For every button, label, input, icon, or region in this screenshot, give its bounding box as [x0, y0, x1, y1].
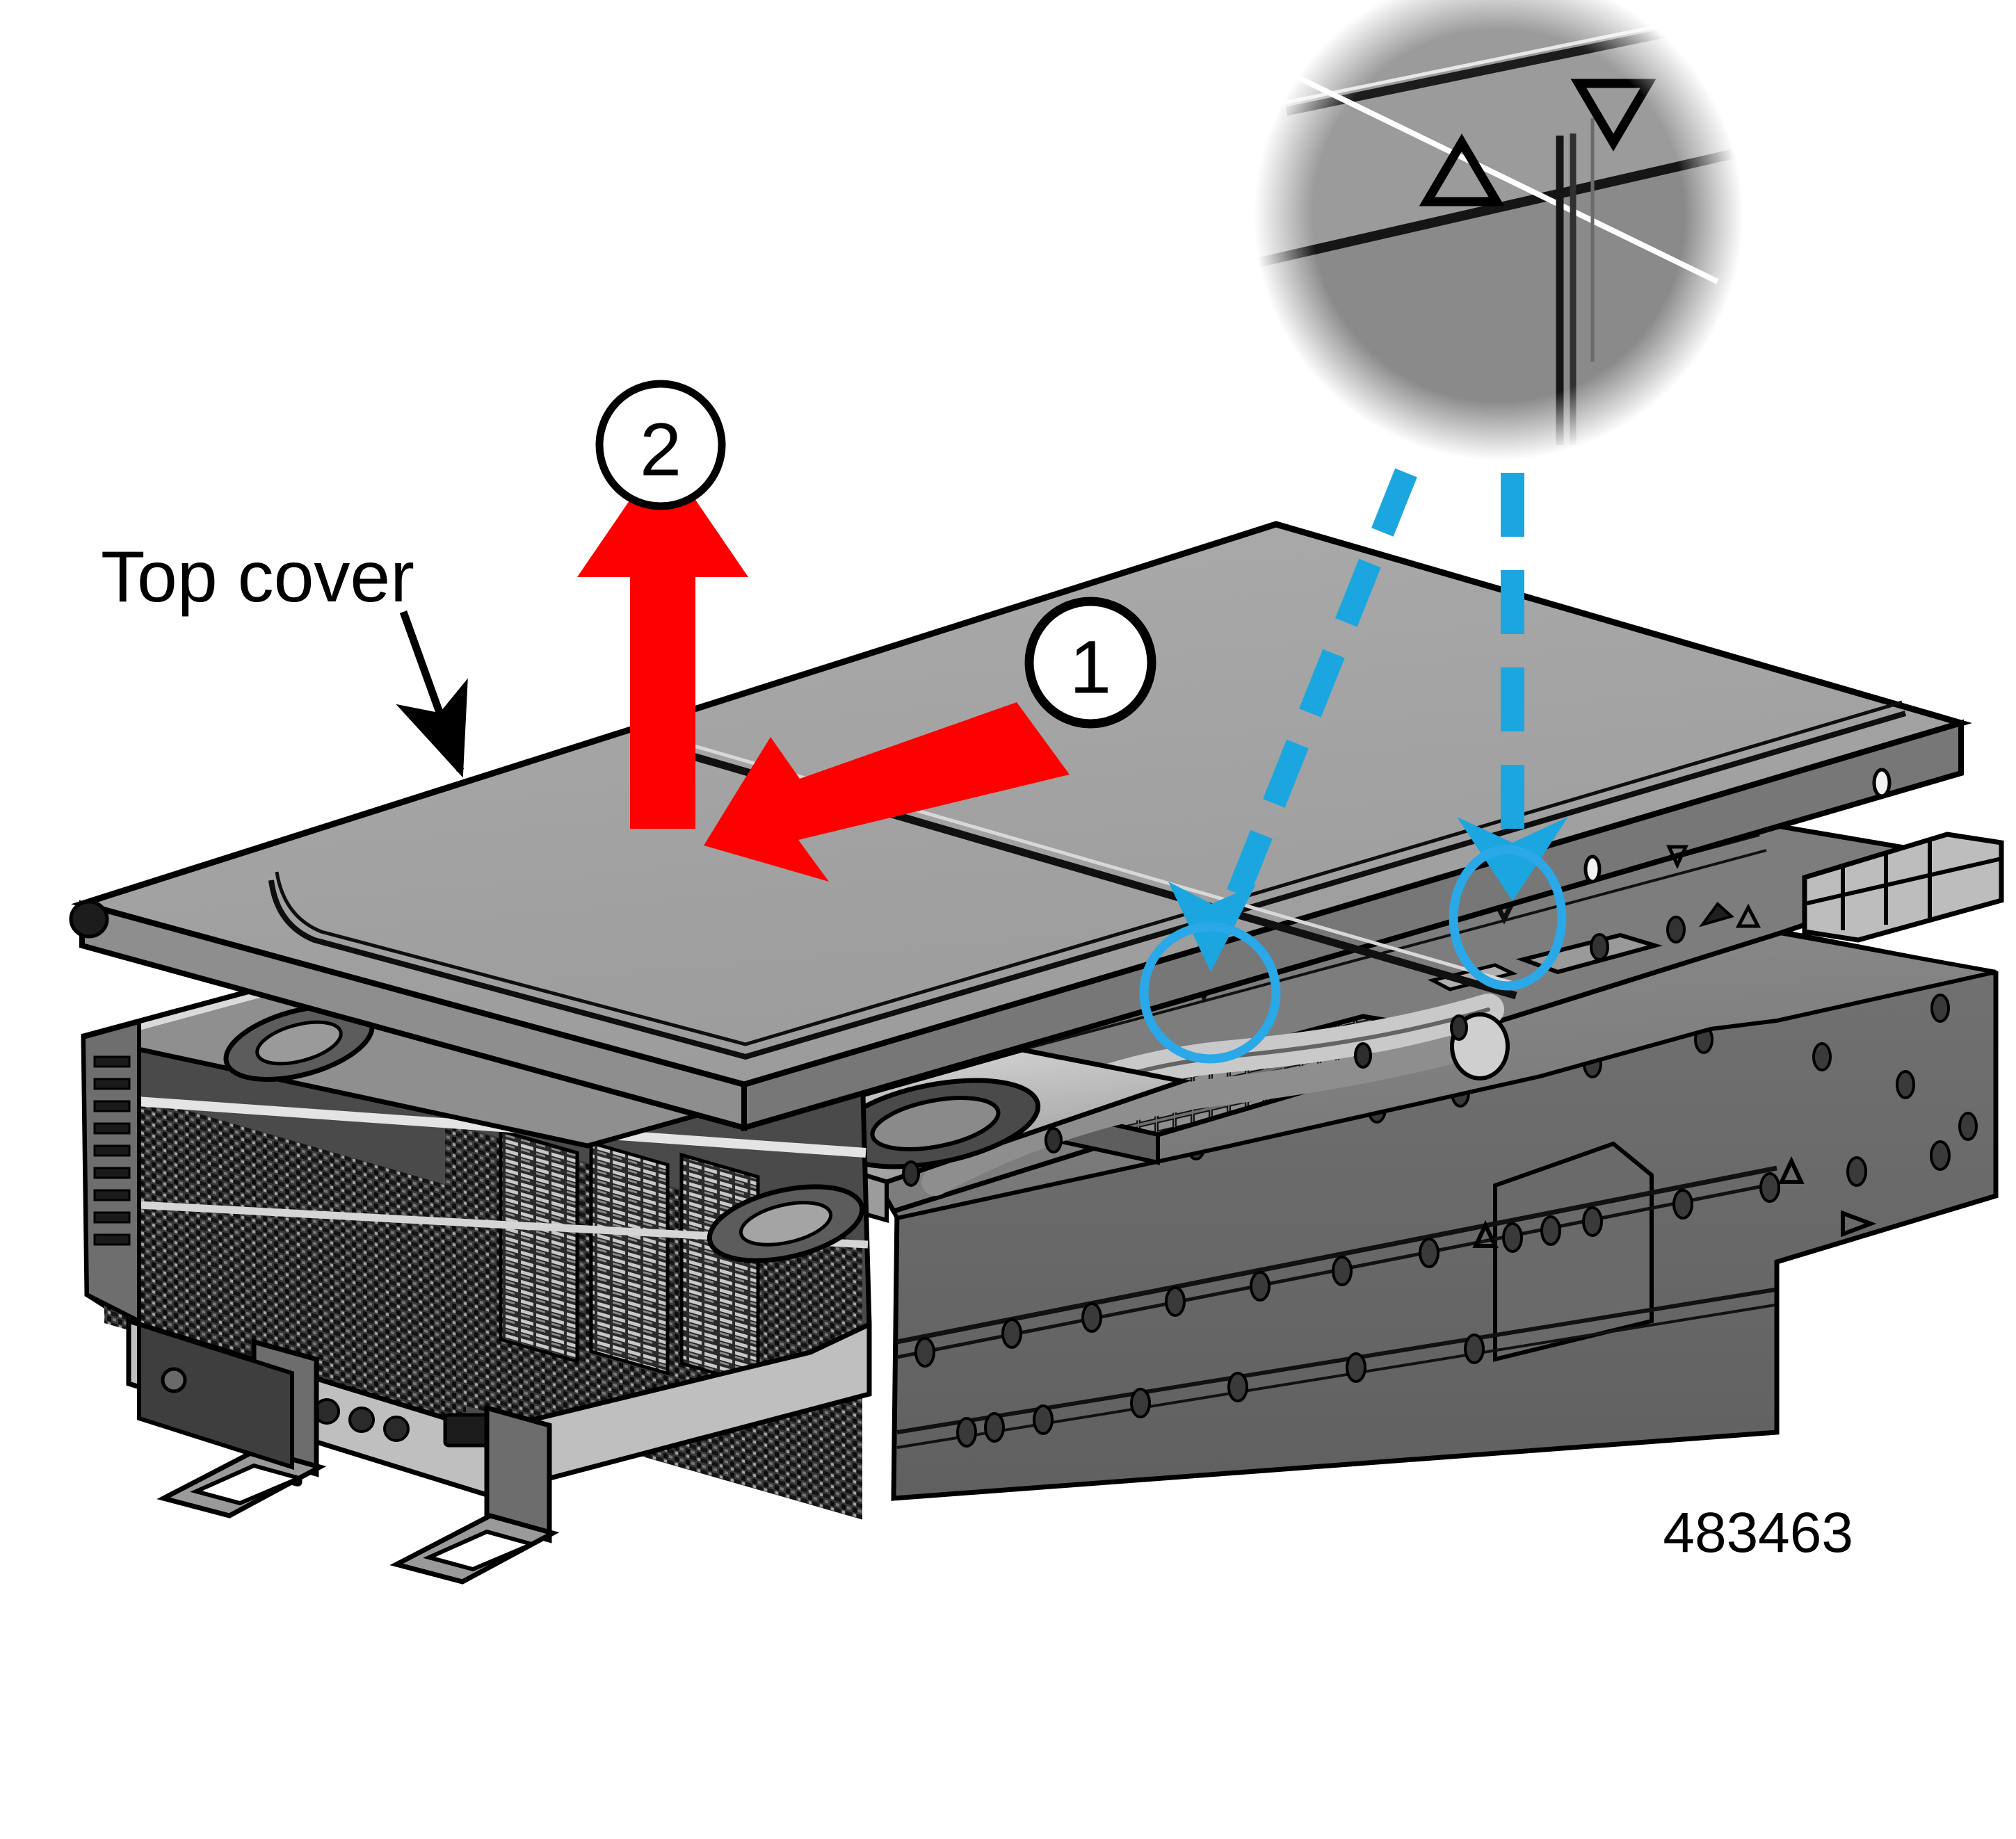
top-cover-edge-screw [69, 900, 109, 939]
connector-face-seam [1804, 857, 2002, 906]
top-cover-panel[interactable] [69, 521, 1972, 1132]
slot-card-2 [589, 1140, 670, 1376]
io-led-3 [383, 1416, 410, 1442]
alignment-arrow-right-head [1457, 817, 1568, 901]
magnifier-scribe-line [1280, 67, 1719, 284]
slot-card-1 [499, 1128, 579, 1364]
page-title: Top cover [101, 537, 414, 617]
server-chassis [81, 819, 2004, 1585]
magnifier-seam-upper [1285, 16, 1726, 116]
slide-arrow [704, 702, 1070, 882]
lift-arrow-shape [577, 452, 748, 829]
chassis-side-notch [1493, 1141, 1654, 1362]
connector-body [1802, 832, 2004, 943]
front-left-endplate-vents [93, 1055, 131, 1246]
deck-screw-1 [1666, 916, 1686, 943]
rear-connector-block [1802, 832, 2004, 943]
front-vent-hub-2 [739, 1201, 833, 1247]
callout-2-circle[interactable] [595, 380, 726, 510]
top-cover-rim-line [268, 711, 1907, 1060]
callout-2[interactable]: 2 [595, 380, 726, 510]
alignment-arrow-right [1457, 473, 1568, 901]
callout-2-label: 2 [640, 407, 682, 492]
front-lower-bay [137, 1321, 294, 1471]
triangle-up-icon [1419, 133, 1505, 206]
magnifier-seam-lower [1243, 145, 1754, 270]
cable-bundle-lower [921, 1032, 1478, 1196]
handle-right-post[interactable] [484, 1404, 552, 1544]
alignment-target-right-circle [1449, 845, 1567, 991]
lift-arrow [577, 452, 748, 829]
alignment-arrow-left-shaft [1214, 468, 1417, 930]
io-led-2 [348, 1407, 375, 1433]
triangle-down-icon [1570, 79, 1656, 152]
front-rail-highlight-1 [97, 1094, 866, 1158]
expansion-slot-cards [499, 1128, 760, 1388]
top-cover-edge-hole-mid [1583, 854, 1602, 884]
callout-1[interactable]: 1 [1024, 597, 1156, 729]
deck-small-screws [812, 1014, 1468, 1187]
chassis-rivets [914, 994, 1978, 1448]
leader-line [396, 610, 468, 778]
handle-right-slot [423, 1529, 539, 1572]
front-pull-handle-right[interactable] [389, 1404, 560, 1585]
top-cover-right-edge [741, 719, 1964, 1132]
chassis-side-rail-1 [896, 1165, 1777, 1345]
chassis-triangle-stamps [1472, 1156, 1877, 1248]
slot-card-3 [679, 1152, 760, 1388]
deck-stamp-mark [1698, 902, 1735, 927]
alignment-target-left-circle [1139, 922, 1281, 1064]
top-cover-triangle-mark [1666, 845, 1688, 869]
front-vent-hub [255, 1020, 343, 1066]
top-cover-edge-hole-right [1872, 768, 1892, 798]
handle-left-slot [190, 1463, 306, 1506]
deck-screw-2 [1590, 933, 1609, 961]
deck-triangle-mark [1735, 903, 1761, 928]
slide-arrow-shape [704, 702, 1070, 882]
callout-1-label: 1 [1070, 625, 1111, 709]
fan-rotor-hub [870, 1096, 1001, 1151]
figure-number: 483463 [1663, 1501, 1853, 1564]
top-cover-rim-line-inner [275, 700, 1903, 1046]
magnifier-lower-face [1245, 148, 1752, 487]
callout-1-circle[interactable] [1024, 597, 1156, 729]
magnifier-seam-upper-hilite [1282, 10, 1725, 105]
detail-magnifier [1243, 0, 1754, 487]
front-bay-screw [161, 1367, 187, 1393]
chassis-top-deck [890, 930, 1997, 1221]
